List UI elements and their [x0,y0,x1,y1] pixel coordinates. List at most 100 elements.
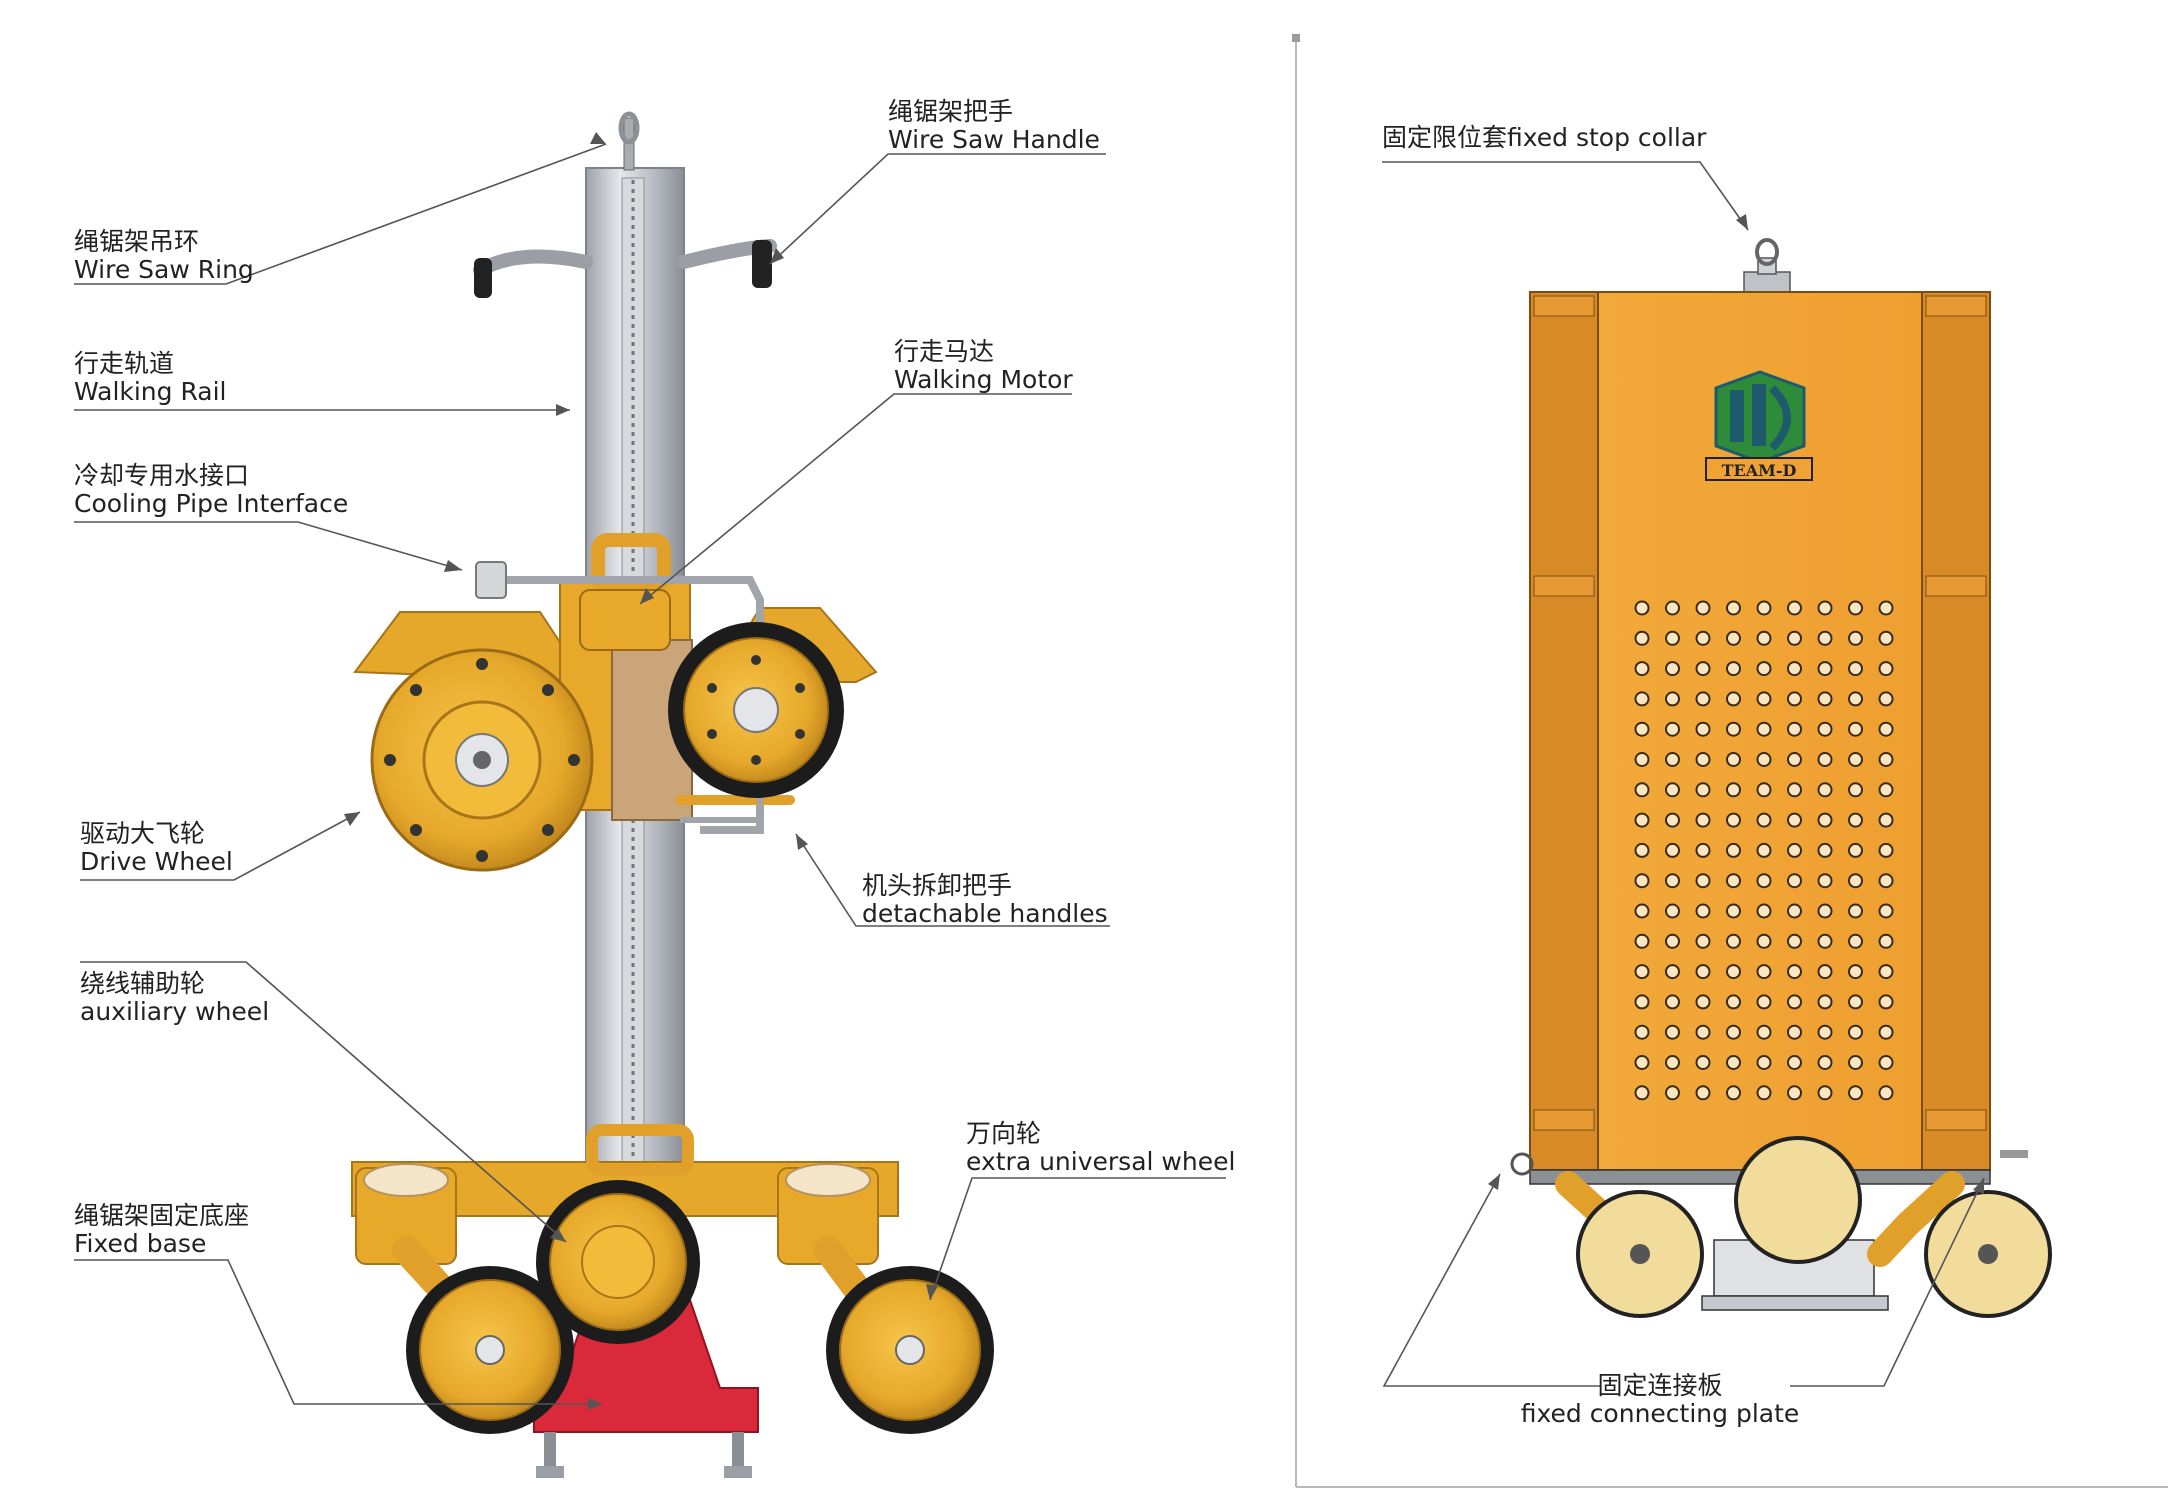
vent-hole [1848,964,1863,980]
vent-hole [1756,842,1772,858]
leader-cooling [74,521,463,571]
vent-hole [1787,600,1802,616]
leader-universal [929,1177,1226,1301]
label-motor-cn: 行走马达 [894,337,995,366]
label-base-cn: 绳锯架固定底座 [74,1201,250,1230]
vent-hole [1787,1024,1802,1040]
vent-hole [1756,994,1772,1010]
vent-hole [1878,752,1894,767]
auxiliary-wheel [536,1180,700,1344]
leader-drive [80,811,361,881]
vent-hole [1787,661,1802,677]
cabinet-vent-holes [1634,600,1894,1101]
vent-hole [1878,691,1894,707]
stop-collar [1743,238,1791,295]
vent-hole [1817,873,1833,889]
label-rail-en: Walking Rail [74,377,227,406]
right-panel-frame [1292,34,2168,1488]
label-plate-en: fixed connecting plate [1520,1399,1800,1428]
label-detachable-handles: 机头拆卸把手 detachable handles [862,872,1108,928]
vent-hole [1665,752,1680,767]
universal-wheel-left [392,1236,574,1434]
vent-hole [1634,964,1650,980]
label-universal-en: extra universal wheel [966,1147,1236,1176]
vent-hole [1726,661,1741,677]
vent-hole [1634,903,1650,919]
vent-hole [1787,933,1802,949]
vent-hole [1634,1085,1650,1101]
leader-aux [80,961,567,1243]
vent-hole [1726,964,1741,980]
team-d-logo: TEAM-D [1705,370,1813,481]
vent-hole [1848,630,1863,646]
label-wire-saw-ring: 绳锯架吊环 Wire Saw Ring [74,228,254,284]
vent-hole [1665,630,1680,646]
vent-hole [1787,842,1802,858]
vent-hole [1726,903,1741,919]
vent-hole [1787,1085,1802,1101]
vent-hole [1817,1085,1833,1101]
wire-saw-machine [351,111,994,1478]
vent-hole [1848,994,1863,1010]
vent-hole [1817,721,1833,737]
leader-detach [795,833,1110,927]
vent-hole [1878,873,1894,889]
vent-hole [1878,1055,1894,1070]
cabinet-side-right [1921,291,1991,1171]
vent-hole [1634,661,1650,677]
vent-hole [1756,691,1772,707]
leader-base [74,1259,602,1405]
vent-hole [1817,600,1833,616]
vent-hole [1695,1085,1711,1101]
label-fixed-base: 绳锯架固定底座 Fixed base [74,1202,249,1258]
vent-hole [1848,721,1863,737]
vent-hole [1878,933,1894,949]
vent-hole [1726,721,1741,737]
vent-hole [1787,782,1802,798]
vent-hole [1848,873,1863,889]
vent-hole [1634,1024,1650,1040]
vent-hole [1634,630,1650,646]
cabinet-view: TEAM-D [1510,238,2052,1318]
label-rail-cn: 行走轨道 [74,349,175,378]
vent-hole [1634,842,1650,858]
vent-hole [1878,903,1894,919]
vent-hole [1665,873,1680,889]
label-handle-cn: 绳锯架把手 [888,97,1014,126]
vent-hole [1695,630,1711,646]
vent-hole [1787,812,1802,828]
vent-hole [1878,994,1894,1010]
vent-hole [1756,1055,1772,1070]
label-handle-en: Wire Saw Handle [888,125,1100,154]
vent-hole [1756,782,1772,798]
wire-saw-handle [473,239,777,298]
vent-hole [1878,812,1894,828]
label-cooling-pipe: 冷却专用水接口 Cooling Pipe Interface [74,462,348,518]
callout-lines-right [1382,161,1985,1387]
leader-plate-right [1790,1177,1985,1387]
vent-hole [1665,691,1680,707]
vent-hole [1756,903,1772,919]
vent-hole [1726,630,1741,646]
vent-hole [1817,994,1833,1010]
vent-hole [1878,1085,1894,1101]
vent-hole [1787,752,1802,767]
vent-hole [1848,1055,1863,1070]
vent-hole [1695,964,1711,980]
vent-hole [1695,933,1711,949]
vent-hole [1787,691,1802,707]
label-walking-motor: 行走马达 Walking Motor [894,338,1073,394]
vent-hole [1726,600,1741,616]
vent-hole [1878,782,1894,798]
vent-hole [1756,752,1772,767]
label-ring-en: Wire Saw Ring [74,255,254,284]
vent-hole [1787,964,1802,980]
vent-hole [1848,933,1863,949]
label-collar-text: 固定限位套fixed stop collar [1382,123,1707,152]
vent-hole [1665,1055,1680,1070]
vent-hole [1756,1085,1772,1101]
vent-hole [1878,600,1894,616]
vent-hole [1665,933,1680,949]
vent-hole [1817,903,1833,919]
vent-hole [1634,782,1650,798]
